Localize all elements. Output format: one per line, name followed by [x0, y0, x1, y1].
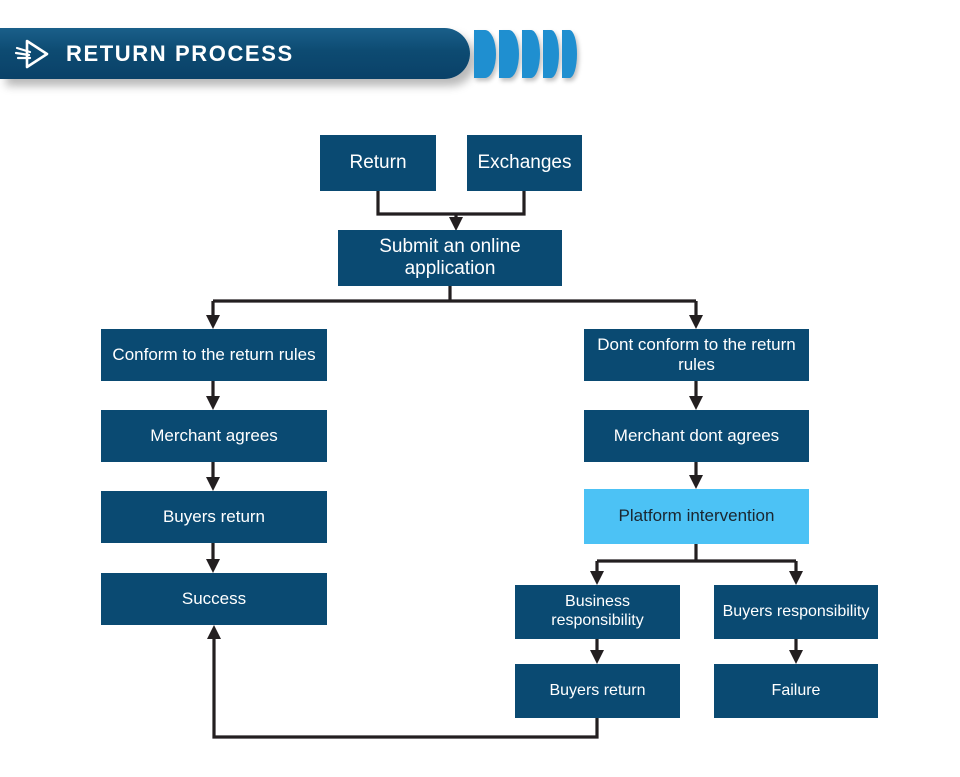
flow-node-label: Exchanges [477, 151, 572, 173]
flow-node-buyersreturn2[interactable]: Buyers return [515, 664, 680, 718]
flow-node-label: Conform to the return rules [112, 344, 316, 364]
flow-node-failure[interactable]: Failure [714, 664, 878, 718]
flow-node-buyresp[interactable]: Buyers responsibility [714, 585, 878, 639]
flow-node-merchnotagrees[interactable]: Merchant dont agrees [584, 410, 809, 462]
header-banner: RETURN PROCESS [0, 28, 470, 79]
flow-node-submit[interactable]: Submit an online application [338, 230, 562, 286]
flow-node-label: Buyers return [162, 506, 266, 526]
flow-node-label: Buyers responsibility [722, 602, 870, 620]
flow-node-notconform[interactable]: Dont conform to the return rules [584, 329, 809, 381]
play-arrow-motion-icon [12, 33, 54, 75]
flow-node-label: Merchant dont agrees [613, 425, 780, 445]
flow-node-buyersreturn1[interactable]: Buyers return [101, 491, 327, 543]
header-decorative-stripes [474, 30, 577, 78]
header-stripe-3 [522, 30, 540, 78]
flow-node-return[interactable]: Return [320, 135, 436, 191]
flow-node-success[interactable]: Success [101, 573, 327, 625]
flow-node-label: Failure [771, 681, 821, 699]
flow-node-label: Return [349, 151, 407, 173]
header-stripe-5 [562, 30, 577, 78]
flow-node-label: Merchant agrees [150, 425, 278, 445]
flow-node-label: Buyers return [549, 681, 646, 699]
flow-node-merchagrees[interactable]: Merchant agrees [101, 410, 327, 462]
flow-node-platform[interactable]: Platform intervention [584, 489, 809, 544]
header-stripe-4 [543, 30, 559, 78]
flow-node-busresp[interactable]: Business responsibility [515, 585, 680, 639]
flow-node-conform[interactable]: Conform to the return rules [101, 329, 327, 381]
header-stripe-2 [499, 30, 519, 78]
flow-node-label: Business responsibility [551, 593, 644, 629]
header-stripe-1 [474, 30, 496, 78]
flow-node-label: Platform intervention [618, 506, 775, 526]
flow-node-exchanges[interactable]: Exchanges [467, 135, 582, 191]
page-title: RETURN PROCESS [66, 40, 294, 66]
flow-node-label: Dont conform to the return rules [597, 334, 796, 374]
flow-node-label: Success [181, 588, 247, 608]
flow-node-label: Submit an online application [379, 235, 521, 279]
